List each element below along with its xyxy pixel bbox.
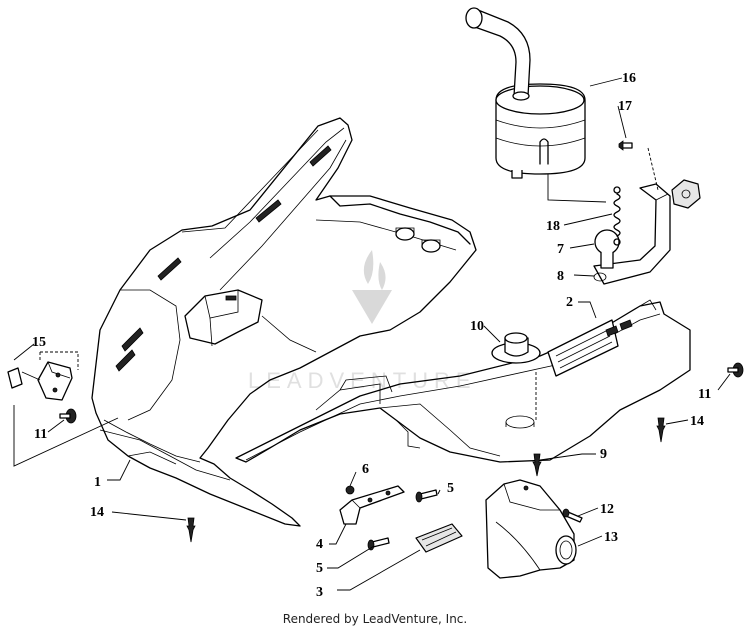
callout-14-right: 14 <box>690 414 704 429</box>
callout-18: 18 <box>546 219 560 234</box>
screw-11-right <box>727 362 744 378</box>
fill-cap <box>491 332 541 364</box>
callouts: 1 2 3 4 5 5 6 7 8 9 10 11 11 12 13 14 14… <box>32 71 711 600</box>
callout-5-upper: 5 <box>447 481 454 496</box>
callout-3: 3 <box>316 585 323 600</box>
watermark-text: LEADVENTURE <box>248 368 477 393</box>
hex-nut-cap <box>671 179 701 209</box>
rivet-5-upper <box>415 489 438 503</box>
leader-lines <box>13 77 731 591</box>
callout-17: 17 <box>618 99 632 114</box>
callout-4: 4 <box>316 537 323 552</box>
callout-11-right: 11 <box>698 387 711 402</box>
callout-8: 8 <box>557 269 564 284</box>
callout-10: 10 <box>470 319 484 334</box>
rivet-5-lower <box>367 537 390 551</box>
nut-6 <box>345 485 355 495</box>
callout-15: 15 <box>32 335 46 350</box>
belly-pan <box>235 299 691 463</box>
muffler-bracket <box>593 183 671 285</box>
callout-2: 2 <box>566 295 573 310</box>
callout-1: 1 <box>94 475 101 490</box>
callout-16: 16 <box>622 71 636 86</box>
tension-spring <box>613 186 621 246</box>
screw-17 <box>618 140 633 151</box>
center-bracket <box>184 289 263 347</box>
push-pin-14-right <box>656 417 666 443</box>
air-duct <box>485 479 577 579</box>
gauge-mount-right <box>421 239 441 253</box>
gauge-mount-left <box>395 227 415 241</box>
callout-12: 12 <box>600 502 614 517</box>
hood-front-body <box>91 117 477 527</box>
callout-6: 6 <box>362 462 369 477</box>
rubber-isolator <box>594 229 620 269</box>
callout-9: 9 <box>600 447 607 462</box>
reflector-bracket <box>339 485 405 525</box>
callout-13: 13 <box>604 530 618 545</box>
reflector <box>415 523 463 553</box>
footer-credit: Rendered by LeadVenture, Inc. <box>282 612 468 626</box>
callout-7: 7 <box>557 242 564 257</box>
push-pin-14-left <box>186 517 196 543</box>
screw-12 <box>562 508 583 523</box>
hinge-bracket <box>7 361 73 401</box>
callout-5-lower: 5 <box>316 561 323 576</box>
muffler <box>465 7 586 179</box>
push-pin-9 <box>532 453 542 477</box>
callout-11-left: 11 <box>34 427 47 442</box>
decal-panel <box>547 319 619 377</box>
callout-14-left: 14 <box>90 505 104 520</box>
screw-11-left <box>59 408 77 424</box>
watermark-logo: LEADVENTURE <box>248 250 477 393</box>
